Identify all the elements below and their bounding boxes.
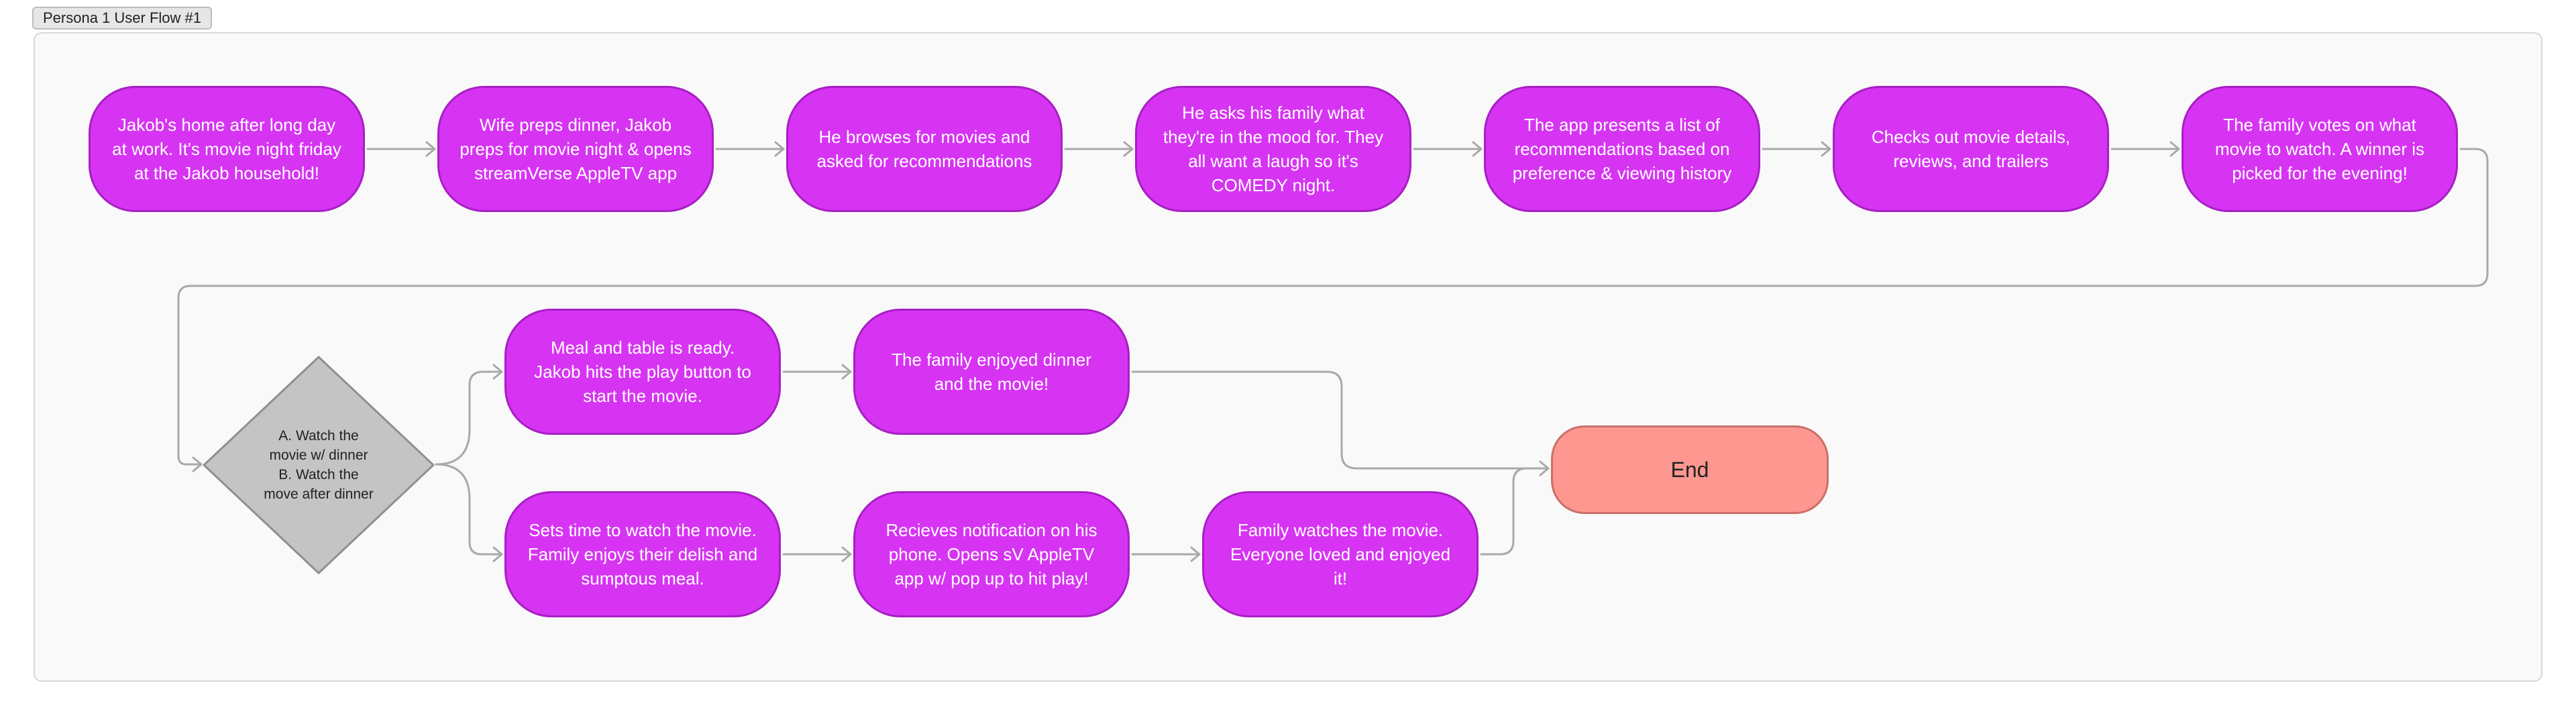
step-a2-enjoyed[interactable]: The family enjoyed dinner and the movie! (853, 309, 1130, 435)
arrowhead (2169, 141, 2180, 157)
arrowhead (1123, 141, 1134, 157)
step-b3-watch[interactable]: Family watches the movie. Everyone loved… (1202, 491, 1479, 617)
step-3-browse[interactable]: He browses for movies and asked for reco… (786, 86, 1063, 212)
arrowhead (841, 364, 852, 380)
arrowhead (192, 456, 203, 472)
step-5-recommendations[interactable]: The app presents a list of recommendatio… (1484, 86, 1760, 212)
connector (435, 463, 503, 556)
connector (177, 148, 2489, 466)
arrowhead (1190, 546, 1201, 562)
arrowhead (492, 364, 503, 380)
decision-label: A. Watch the movie w/ dinner B. Watch th… (264, 428, 374, 502)
step-b1-set-time[interactable]: Sets time to watch the movie. Family enj… (504, 491, 781, 617)
arrowhead (1472, 141, 1483, 157)
arrowhead (425, 141, 436, 157)
step-6-details[interactable]: Checks out movie details, reviews, and t… (1833, 86, 2109, 212)
arrowhead (774, 141, 785, 157)
step-1-home[interactable]: Jakob's home after long day at work. It'… (89, 86, 365, 212)
arrowhead (492, 546, 503, 562)
step-b2-notification[interactable]: Recieves notification on his phone. Open… (853, 491, 1130, 617)
decision-diamond[interactable] (201, 354, 436, 576)
step-a1-meal-ready[interactable]: Meal and table is ready. Jakob hits the … (504, 309, 781, 435)
step-2-dinner-prep[interactable]: Wife preps dinner, Jakob preps for movie… (437, 86, 714, 212)
arrowhead (841, 546, 852, 562)
end-node[interactable]: End (1551, 425, 1829, 514)
connector (1131, 370, 1550, 470)
step-7-vote[interactable]: The family votes on what movie to watch.… (2182, 86, 2458, 212)
connector (435, 370, 503, 466)
step-4-ask-family[interactable]: He asks his family what they're in the m… (1135, 86, 1411, 212)
arrowhead (1821, 141, 1831, 157)
frame-label[interactable]: Persona 1 User Flow #1 (32, 7, 212, 30)
connector (1480, 467, 1550, 556)
